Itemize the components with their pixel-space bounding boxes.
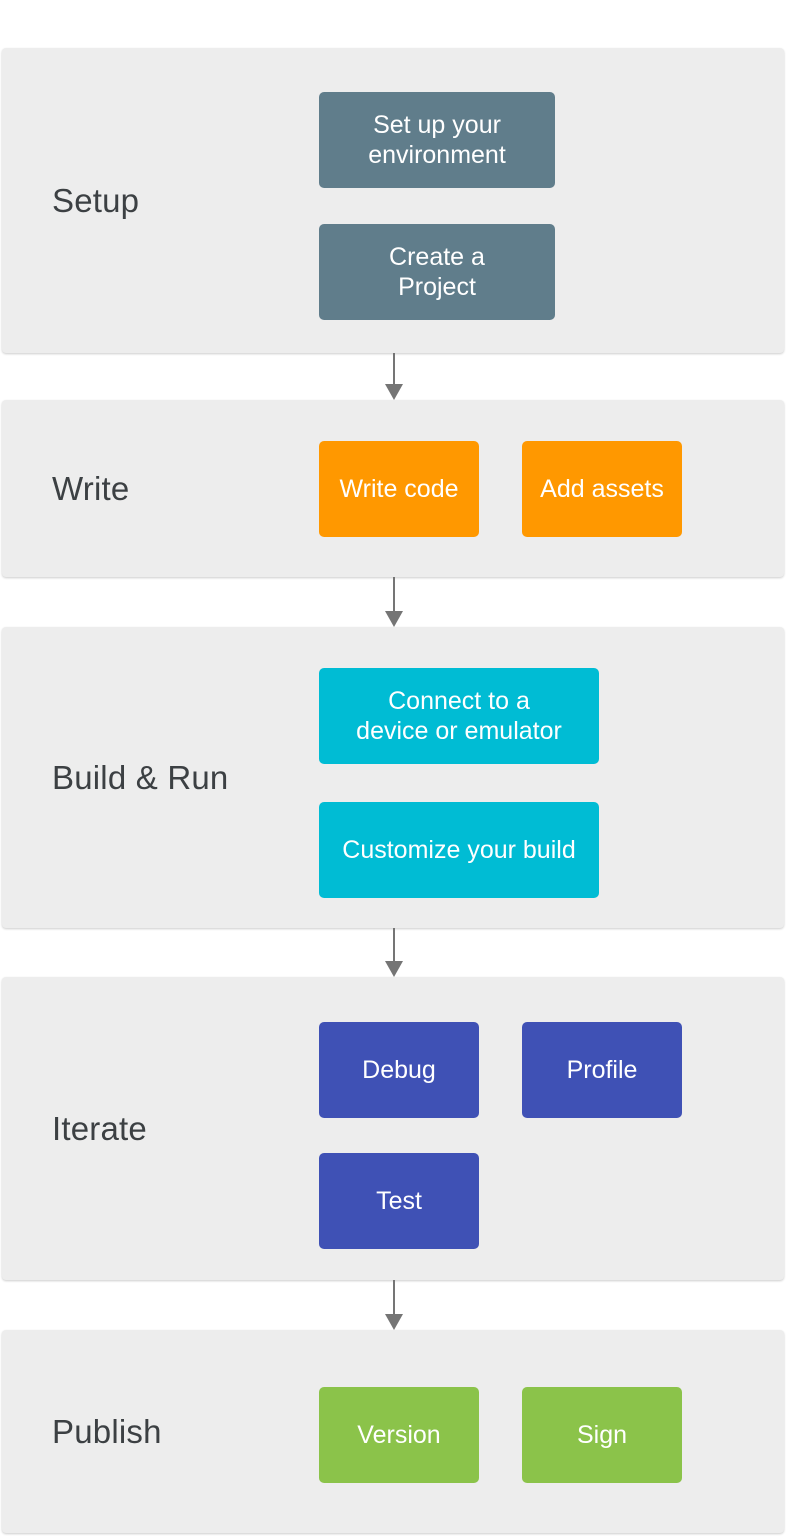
node-write-code[interactable]: Write code xyxy=(319,441,479,537)
arrow-shaft xyxy=(393,577,395,614)
arrow-shaft xyxy=(393,1280,395,1317)
node-customize-your-build[interactable]: Customize your build xyxy=(319,802,599,898)
arrow-head-icon xyxy=(385,611,403,627)
arrow-head-icon xyxy=(385,961,403,977)
section-build-run: Build & Run Connect to a device or emula… xyxy=(2,627,784,928)
section-setup-label: Setup xyxy=(52,181,140,219)
arrow-setup-to-write xyxy=(385,353,403,400)
arrow-iterate-to-publish xyxy=(385,1280,403,1330)
node-profile[interactable]: Profile xyxy=(522,1022,682,1118)
section-setup: Setup Set up your environment Create a P… xyxy=(2,48,784,353)
arrow-head-icon xyxy=(385,1314,403,1330)
arrow-build-to-iterate xyxy=(385,928,403,977)
section-iterate-label: Iterate xyxy=(52,1109,147,1147)
arrow-shaft xyxy=(393,928,395,964)
node-set-up-your-environment[interactable]: Set up your environment xyxy=(319,92,555,188)
section-iterate: Iterate Debug Profile Test xyxy=(2,977,784,1280)
node-debug[interactable]: Debug xyxy=(319,1022,479,1118)
node-create-a-project[interactable]: Create a Project xyxy=(319,224,555,320)
section-publish: Publish Version Sign xyxy=(2,1330,784,1533)
section-build-run-label: Build & Run xyxy=(52,758,229,796)
node-add-assets[interactable]: Add assets xyxy=(522,441,682,537)
section-publish-label: Publish xyxy=(52,1412,162,1450)
section-write: Write Write code Add assets xyxy=(2,400,784,577)
arrow-shaft xyxy=(393,353,395,387)
section-write-label: Write xyxy=(52,469,130,507)
arrow-write-to-build xyxy=(385,577,403,627)
node-connect-to-device-or-emulator[interactable]: Connect to a device or emulator xyxy=(319,668,599,764)
node-version[interactable]: Version xyxy=(319,1387,479,1483)
node-sign[interactable]: Sign xyxy=(522,1387,682,1483)
node-test[interactable]: Test xyxy=(319,1153,479,1249)
arrow-head-icon xyxy=(385,384,403,400)
